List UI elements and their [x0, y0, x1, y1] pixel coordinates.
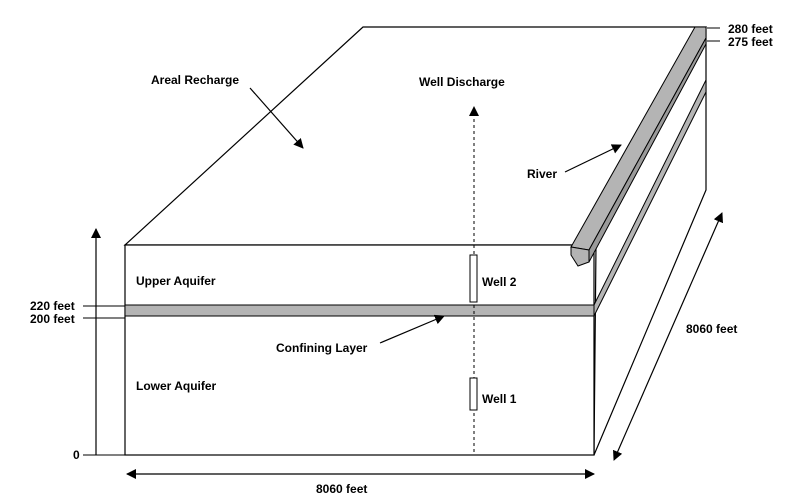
- elevation-280-label: 280 feet: [728, 22, 773, 36]
- upper-aquifer-label: Upper Aquifer: [136, 274, 216, 288]
- elevation-0-label: 0: [73, 448, 80, 462]
- front-face: [124, 244, 595, 456]
- well-discharge-label: Well Discharge: [419, 75, 505, 89]
- confining-layer-label: Confining Layer: [276, 341, 368, 355]
- areal-recharge-arrow: [249, 87, 304, 149]
- river-channel-bank: [588, 37, 707, 263]
- well-2-screen: [469, 254, 478, 303]
- well-1-screen: [469, 377, 478, 411]
- river-channel-front: [570, 246, 590, 267]
- elevation-220-label: 220 feet: [30, 299, 75, 313]
- areal-recharge-label: Areal Recharge: [151, 73, 239, 87]
- well-1-label: Well 1: [482, 392, 517, 406]
- river-arrow: [564, 144, 622, 173]
- elevation-200-label: 200 feet: [30, 312, 75, 326]
- confining-layer-front: [124, 304, 595, 317]
- depth-label: 8060 feet: [686, 322, 737, 336]
- depth-dimension-arrow: [613, 212, 723, 461]
- confining-layer-arrow: [379, 314, 445, 344]
- river-label: River: [527, 167, 557, 181]
- elevation-275-label: 275 feet: [728, 35, 773, 49]
- lower-aquifer-label: Lower Aquifer: [136, 379, 217, 393]
- width-label: 8060 feet: [316, 482, 367, 496]
- well-2-label: Well 2: [482, 275, 517, 289]
